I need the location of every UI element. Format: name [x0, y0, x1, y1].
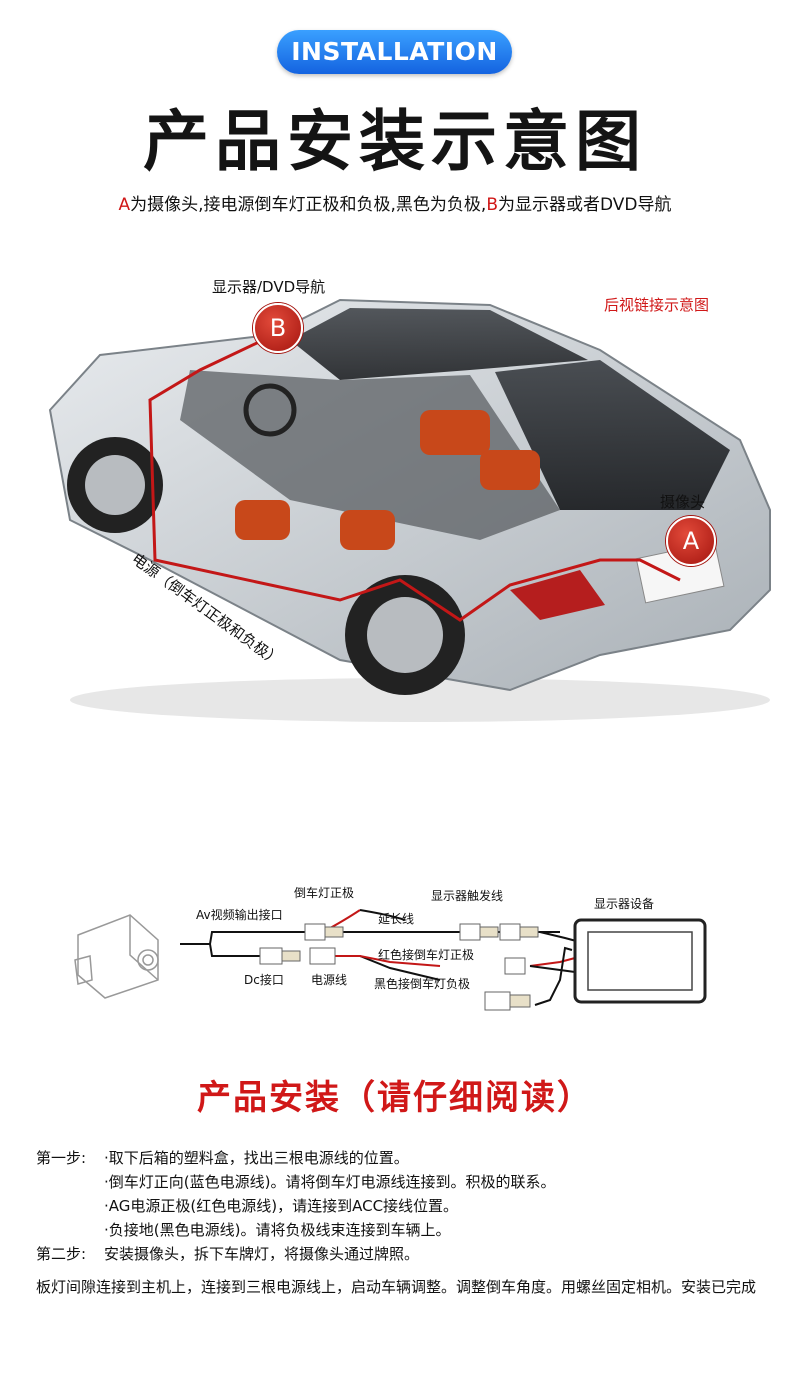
- step1-item: ·AG电源正极(红色电源线)，请连接到ACC接线位置。: [104, 1197, 459, 1215]
- label-power-wire: 电源线: [311, 973, 348, 987]
- install-steps: 第一步: ·取下后箱的塑料盒，找出三根电源线的位置。 ·倒车灯正向(蓝色电源线)。…: [36, 1146, 766, 1298]
- step1-row: ·负接地(黑色电源线)。请将负极线束连接到车辆上。: [36, 1218, 766, 1242]
- rearview-link-label: 后视链接示意图: [604, 296, 710, 314]
- camera-drawing: [74, 914, 159, 999]
- step1-row: ·倒车灯正向(蓝色电源线)。请将倒车灯电源线连接到。积极的联系。: [36, 1170, 766, 1194]
- display-dvd-label: 显示器/DVD导航: [212, 278, 326, 296]
- step2-row: 第二步: 安装摄像头，拆下车牌灯，将摄像头通过牌照。: [36, 1242, 766, 1266]
- subtitle-b-letter: B: [486, 195, 498, 215]
- step2-label: 第二步:: [36, 1245, 87, 1263]
- label-red-wire: 红色接倒车灯正极: [378, 948, 475, 962]
- wiring-diagram: [74, 909, 707, 1011]
- car-cutaway-illustration: [48, 298, 771, 722]
- label-reverse-positive: 倒车灯正极: [294, 886, 355, 900]
- install-paragraph: 板灯间隙连接到主机上，连接到三根电源线上，启动车辆调整。调整倒车角度。用螺丝固定…: [36, 1278, 757, 1296]
- page-title: 产品安装示意图: [143, 103, 647, 180]
- label-av-output: Av视频输出接口: [196, 908, 283, 922]
- label-black-wire: 黑色接倒车灯负极: [374, 977, 471, 991]
- step1-item: ·负接地(黑色电源线)。请将负极线束连接到车辆上。: [104, 1221, 451, 1239]
- step2-text: 安装摄像头，拆下车牌灯，将摄像头通过牌照。: [104, 1245, 420, 1263]
- step1-row: 第一步: ·取下后箱的塑料盒，找出三根电源线的位置。: [36, 1146, 766, 1170]
- installation-badge: INSTALLATION: [277, 30, 512, 74]
- subtitle-a-letter: A: [118, 195, 131, 215]
- step1-label: 第一步:: [36, 1149, 87, 1167]
- label-trigger-wire: 显示器触发线: [431, 889, 504, 903]
- label-dc-port: Dc接口: [244, 973, 284, 987]
- label-extension-wire: 延长线: [378, 912, 415, 926]
- step1-item: ·倒车灯正向(蓝色电源线)。请将倒车灯电源线连接到。积极的联系。: [104, 1173, 556, 1191]
- marker-b: B: [253, 303, 303, 353]
- marker-a: A: [666, 516, 716, 566]
- step1-row: ·AG电源正极(红色电源线)，请连接到ACC接线位置。: [36, 1194, 766, 1218]
- install-title: 产品安装（请仔细阅读）: [197, 1078, 593, 1118]
- step1-item: ·取下后箱的塑料盒，找出三根电源线的位置。: [104, 1149, 409, 1167]
- subtitle-part2: 为显示器或者DVD导航: [498, 195, 672, 215]
- camera-label: 摄像头: [660, 493, 706, 511]
- label-display-device: 显示器设备: [594, 897, 655, 911]
- subtitle-part1: 为摄像头,接电源倒车灯正极和负极,黑色为负极,: [130, 195, 487, 215]
- subtitle: A为摄像头,接电源倒车灯正极和负极,黑色为负极,B为显示器或者DVD导航: [0, 190, 790, 215]
